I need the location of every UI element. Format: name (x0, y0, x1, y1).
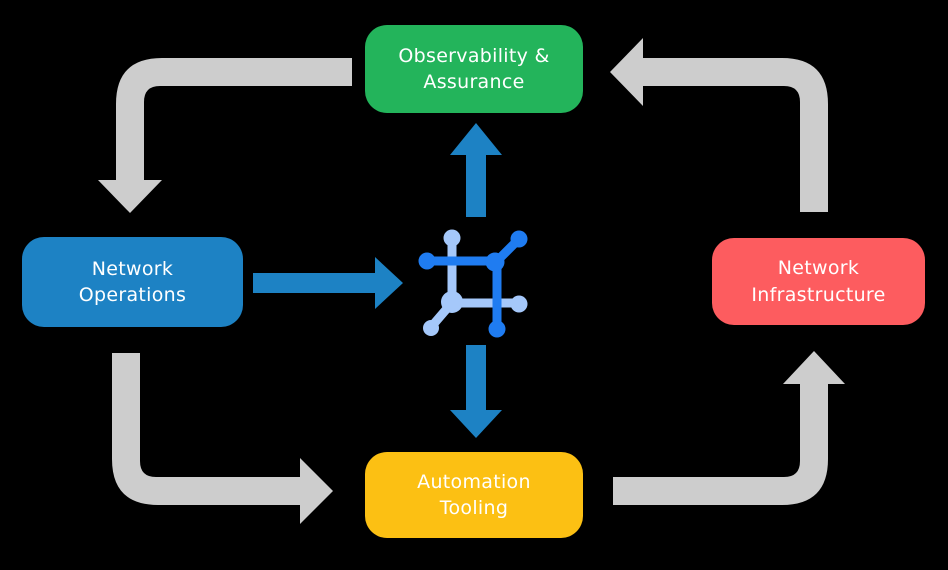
icon-nodes (418, 229, 528, 338)
node-label-line: Infrastructure (751, 283, 886, 306)
cycle-arrow-observability-to-operations (98, 58, 352, 213)
node-label-line: Network (777, 257, 860, 280)
icon-light-node-right (510, 295, 528, 313)
icon-light-node-corner (441, 291, 463, 313)
node-network-operations: Network Operations (22, 237, 243, 327)
icon-dark-node-left (418, 252, 436, 270)
cycle-arrow-operations-to-automation (112, 353, 333, 524)
hub-arrow-center-to-automation (450, 345, 502, 438)
node-label-line: Observability & (398, 44, 550, 67)
node-label-line: Tooling (439, 497, 509, 519)
icon-light-node-top (443, 229, 461, 247)
network-fabric-icon (418, 229, 528, 338)
node-label-line: Network (91, 257, 174, 280)
node-network-infrastructure: Network Infrastructure (712, 238, 925, 325)
node-observability-assurance: Observability & Assurance (365, 25, 583, 113)
icon-light-node-bottom-left (423, 320, 439, 336)
icon-dark-node-top-right (510, 230, 528, 248)
node-label-line: Assurance (423, 71, 525, 93)
node-automation-tooling: Automation Tooling (365, 452, 583, 538)
hub-arrow-center-to-observability (450, 123, 502, 217)
cycle-arrow-infrastructure-to-observability (610, 38, 828, 212)
icon-dark-node-corner (485, 252, 505, 272)
node-label-line: Operations (78, 284, 187, 306)
cycle-arrow-automation-to-infrastructure (613, 351, 845, 505)
hub-arrow-operations-to-center (253, 257, 403, 309)
icon-dark-node-bottom (488, 320, 506, 338)
node-label-line: Automation (417, 470, 531, 493)
